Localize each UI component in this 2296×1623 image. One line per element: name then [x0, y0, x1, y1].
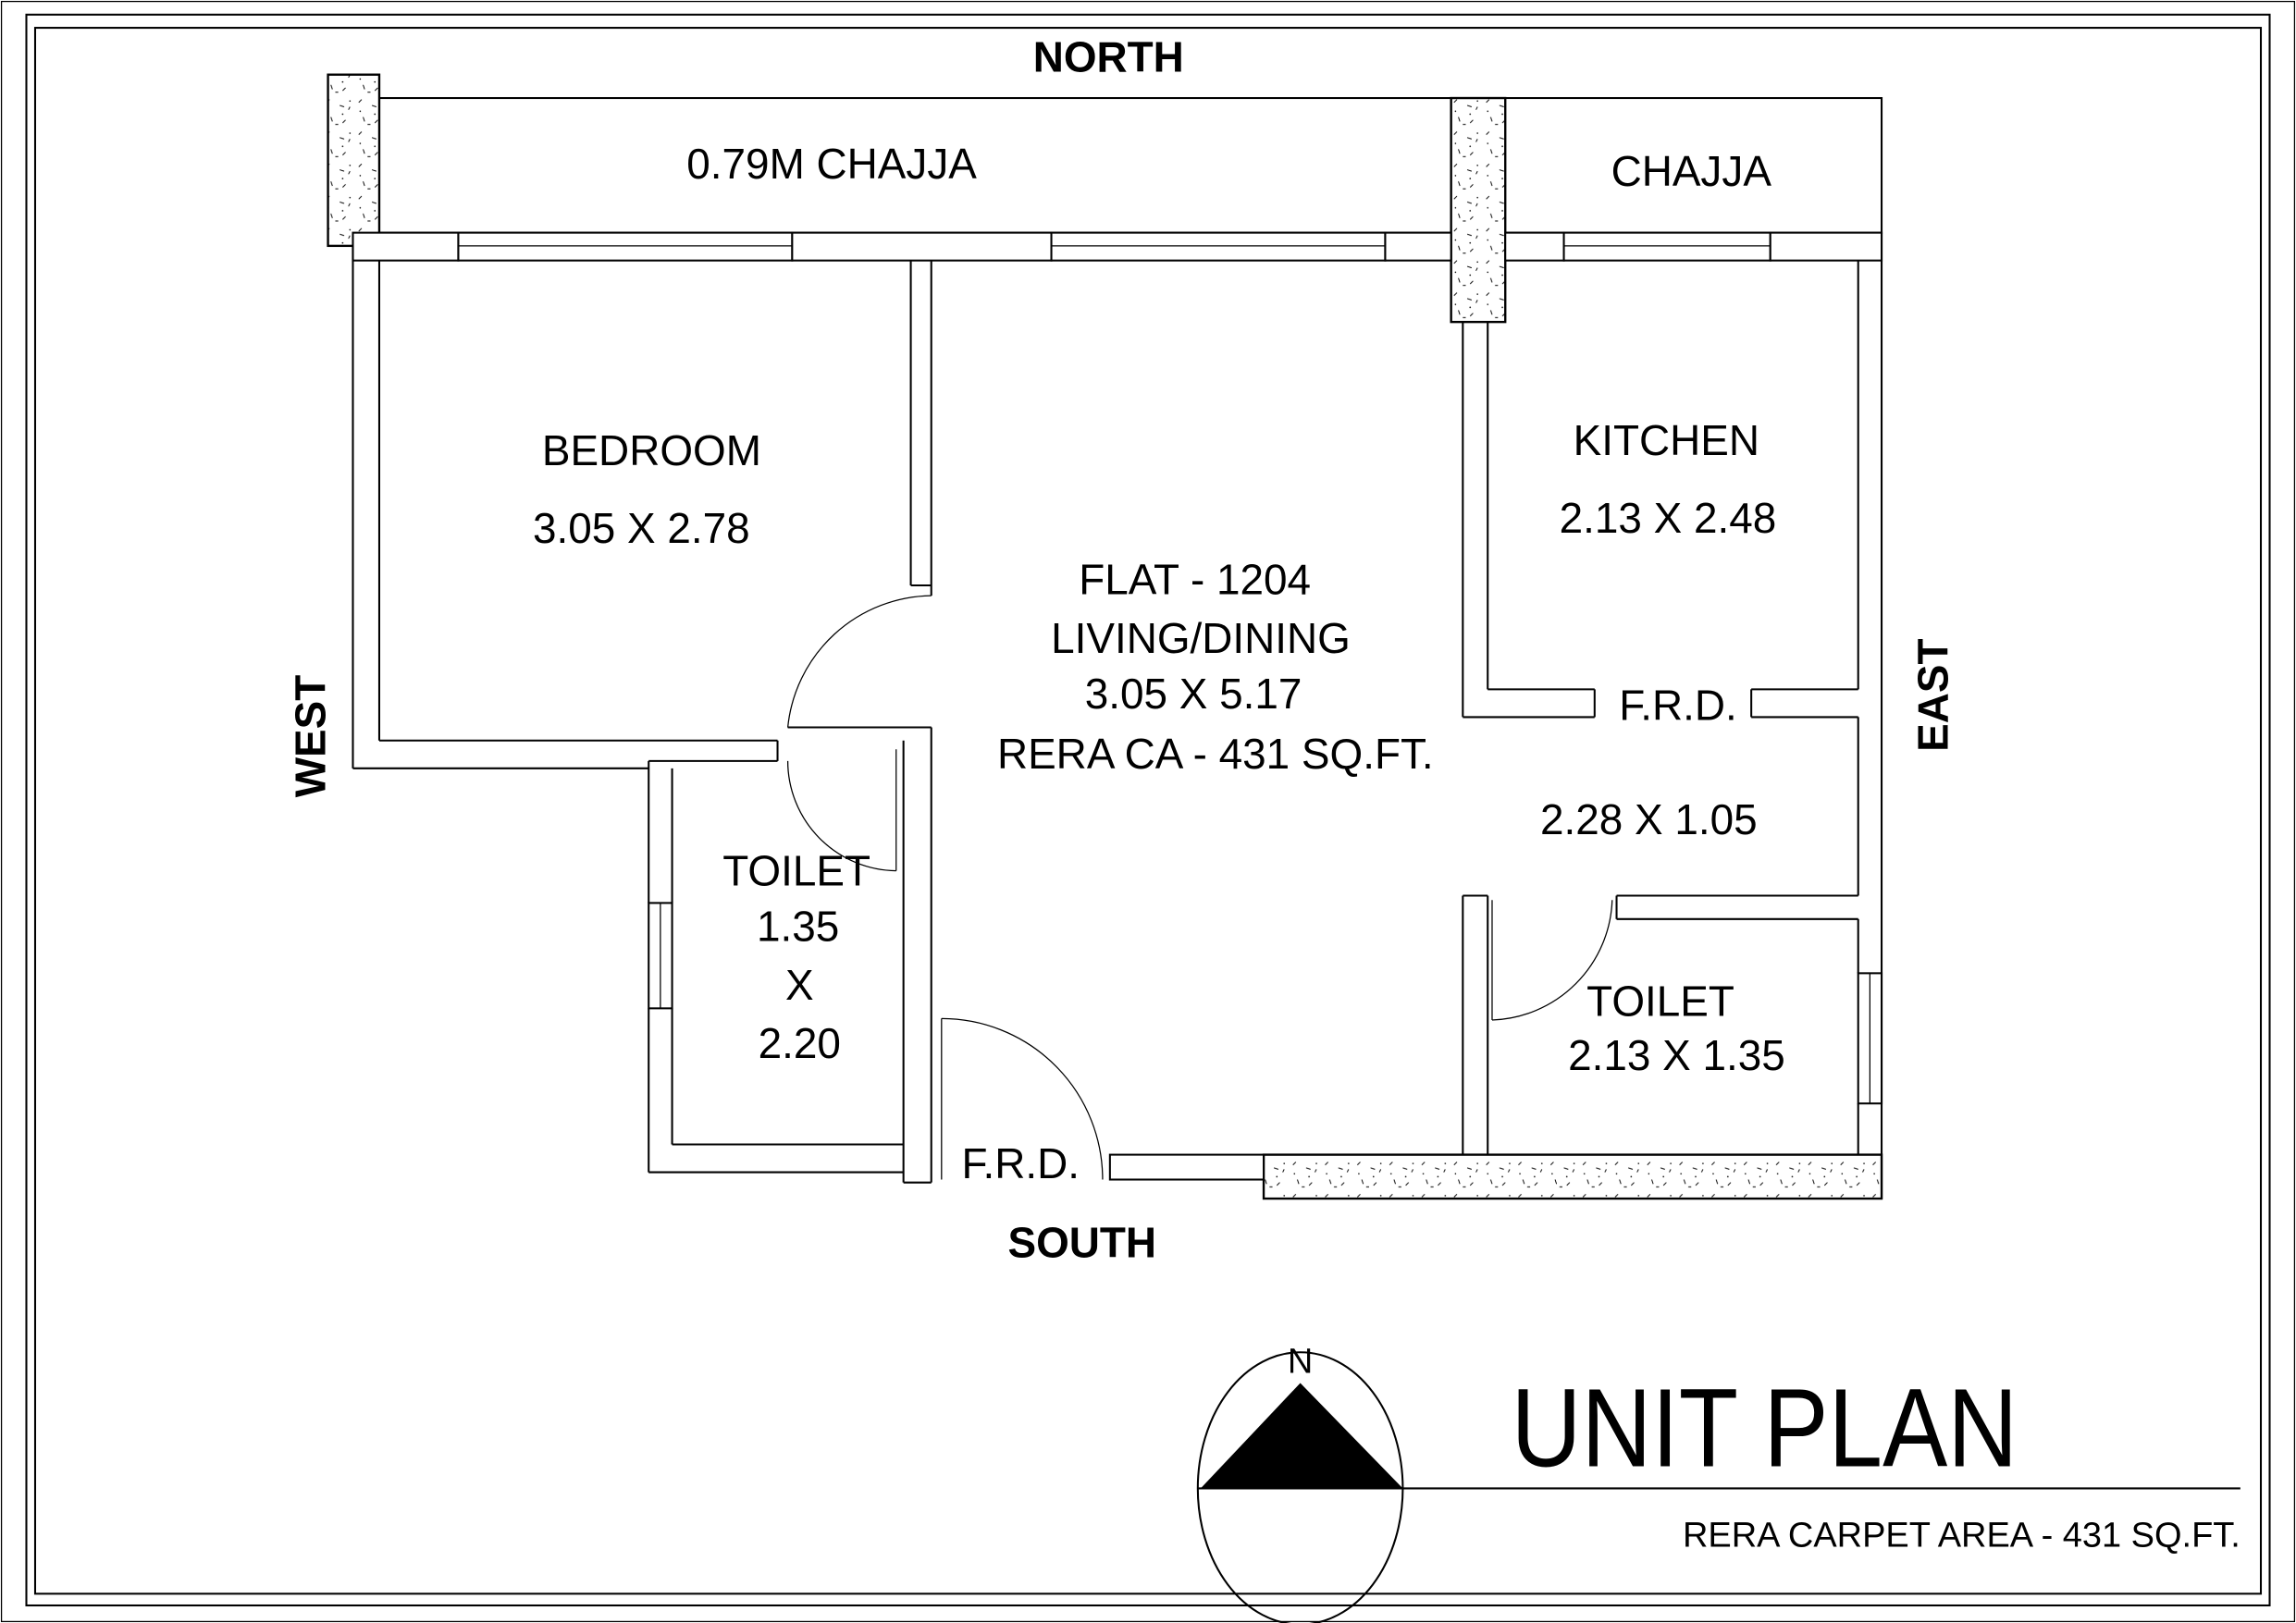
chajja-east-label: CHAJJA: [1611, 147, 1772, 195]
direction-north: NORTH: [1033, 33, 1184, 81]
toilet-east-name: TOILET: [1586, 977, 1734, 1025]
drawing-subtitle: RERA CARPET AREA - 431 SQ.FT.: [1683, 1517, 2240, 1555]
north-arrow-icon: [1196, 1351, 2240, 1623]
kitchen-door-label: F.R.D.: [1619, 682, 1736, 730]
chajja-west-label: 0.79M CHAJJA: [686, 140, 977, 188]
living-rera-area: RERA CA - 431 SQ.FT.: [997, 730, 1434, 778]
main-entrance-door: [941, 1017, 1265, 1181]
column-northwest: [327, 73, 381, 248]
bedroom-name: BEDROOM: [542, 426, 761, 474]
direction-east: EAST: [1908, 639, 1957, 752]
living-size: 3.05 X 5.17: [1085, 670, 1302, 718]
toilet-west-height: 2.20: [759, 1019, 841, 1067]
toilet-west-x: X: [785, 961, 814, 1009]
main-door-label: F.R.D.: [962, 1139, 1080, 1187]
living-name: LIVING/DINING: [1051, 614, 1351, 662]
kitchen-size: 2.13 X 2.48: [1560, 494, 1777, 542]
toilet-west-name: TOILET: [722, 846, 870, 894]
passage-size: 2.28 X 1.05: [1540, 795, 1758, 843]
kitchen-name: KITCHEN: [1574, 416, 1759, 464]
toilet-east-size: 2.13 X 1.35: [1568, 1031, 1785, 1079]
east-toilet-walls: [1462, 717, 1883, 1155]
bedroom-partition: [786, 260, 932, 729]
drawing-title: UNIT PLAN: [1512, 1367, 2018, 1491]
west-toilet-walls: [648, 727, 932, 1184]
flat-number: FLAT - 1204: [1079, 556, 1311, 604]
toilet-west-width: 1.35: [757, 903, 839, 951]
direction-west: WEST: [286, 675, 334, 798]
north-wall: [352, 231, 1883, 262]
bedroom-size: 3.05 X 2.78: [533, 504, 750, 552]
west-wall: [352, 245, 779, 769]
direction-south: SOUTH: [1007, 1218, 1156, 1266]
parapet-south: [1262, 1153, 1883, 1200]
north-arrow-label: N: [1288, 1342, 1313, 1381]
chajja-slab: [376, 96, 1883, 234]
column-north-center: [1450, 96, 1507, 324]
